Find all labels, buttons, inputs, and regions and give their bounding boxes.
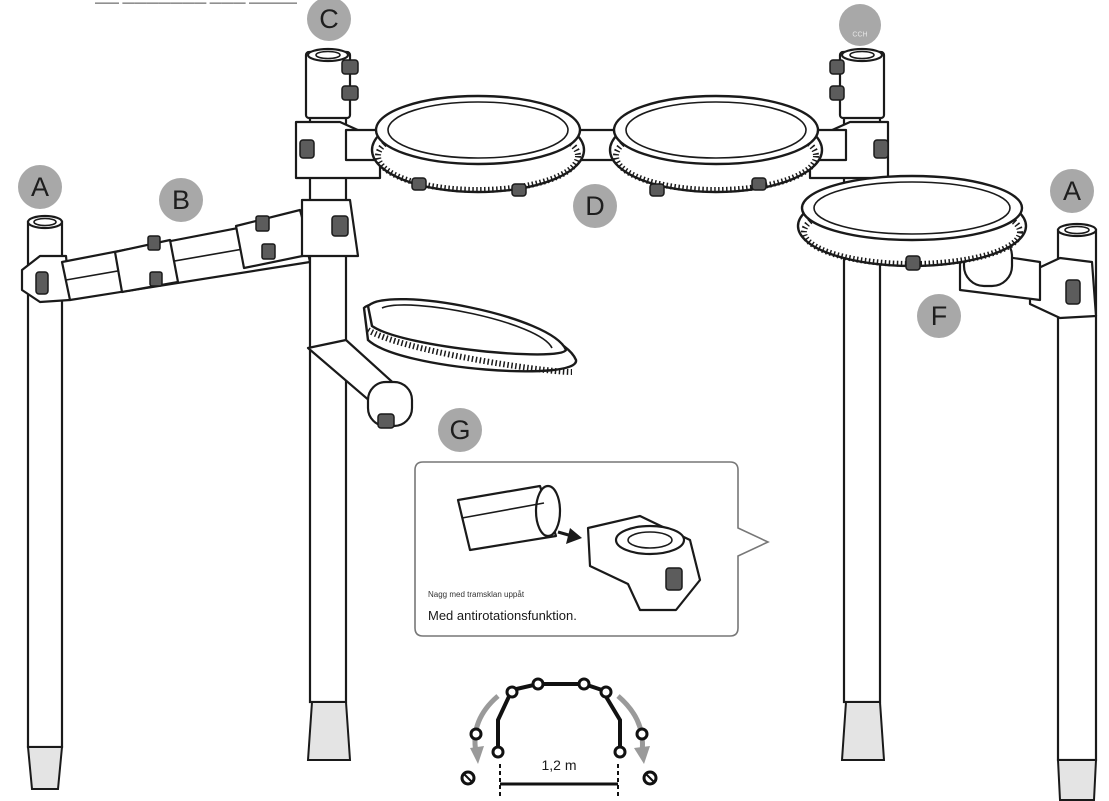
svg-text:D: D (585, 191, 605, 221)
rubber-foot (306, 701, 352, 761)
rubber-foot (1056, 759, 1098, 801)
right-pad-f (796, 174, 1042, 302)
footprint-diagram: 1,2 m (460, 677, 658, 798)
svg-text:C: C (319, 4, 339, 34)
rubber-foot (26, 746, 64, 790)
svg-text:CCH: CCH (852, 32, 867, 39)
left-outer-pole (20, 214, 72, 790)
tom-pad-left (370, 94, 586, 197)
svg-text:A: A (1063, 176, 1081, 206)
rubber-foot (840, 701, 886, 761)
anti-rotation-inset: Nagg med tramsklan uppåt Med antirotatio… (414, 461, 770, 637)
label-g: G (438, 408, 482, 452)
label-f: F (917, 294, 961, 338)
header-text: —— ——————— ——— ———— (95, 0, 297, 9)
label-b: B (159, 178, 203, 222)
inset-note: Nagg med tramsklan uppåt (428, 590, 525, 599)
svg-text:A: A (31, 172, 49, 202)
svg-text:G: G (449, 415, 470, 445)
label-c: C (307, 0, 351, 41)
label-d: D (573, 184, 617, 228)
inset-caption: Med antirotationsfunktion. (428, 608, 577, 623)
label-a-right: A (1050, 169, 1094, 213)
svg-text:F: F (931, 301, 948, 331)
tom-pad-right (608, 94, 824, 197)
svg-text:B: B (172, 185, 190, 215)
side-arm-b (60, 208, 314, 302)
label-c-right: CCH (839, 4, 881, 46)
right-outer-pole (1028, 222, 1098, 801)
label-a-left: A (18, 165, 62, 209)
snare-pad-g (306, 298, 578, 429)
left-center-pole (294, 47, 382, 761)
distance-label: 1,2 m (541, 757, 576, 773)
